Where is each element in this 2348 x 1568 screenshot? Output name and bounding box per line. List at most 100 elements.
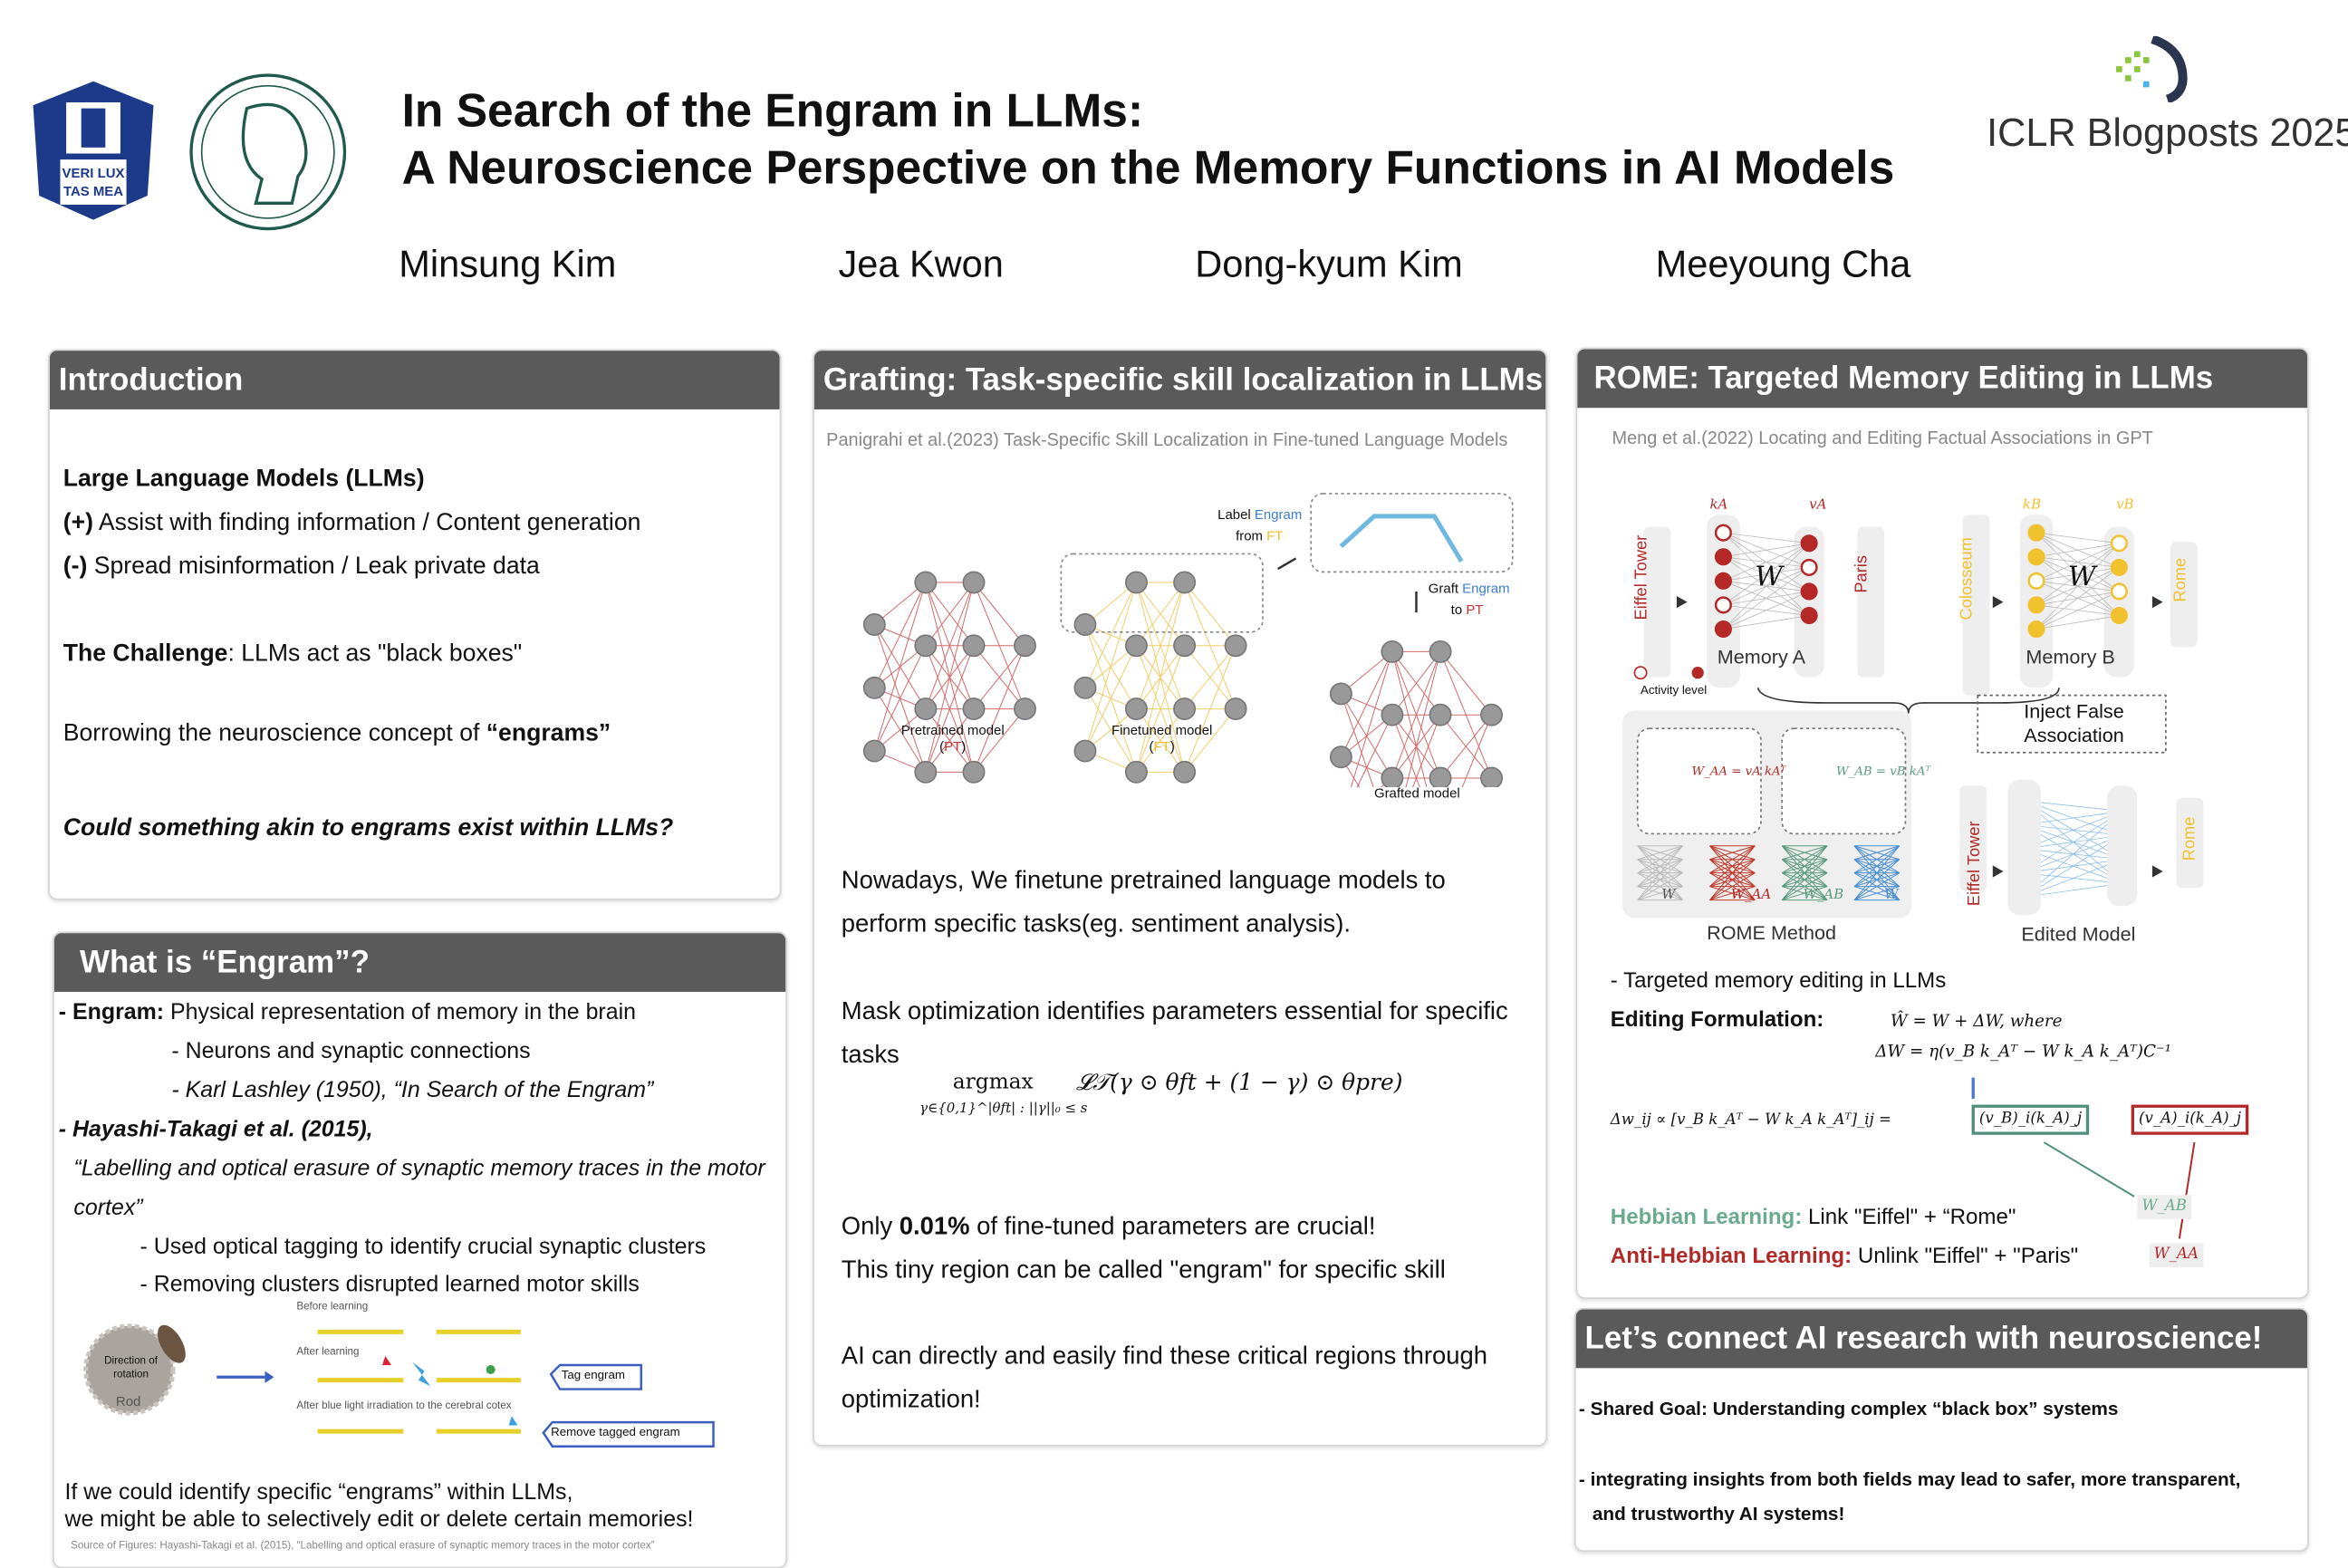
neuron [962, 760, 986, 784]
fig-label: kA [1709, 497, 1728, 514]
network-edge [1356, 714, 1393, 787]
neuron [1429, 766, 1452, 787]
network-edge [1461, 715, 1493, 787]
rome-method-label: ROME Method [1707, 920, 1837, 944]
arrow-icon [1992, 865, 2004, 878]
weight-matrix-edge [1781, 872, 1828, 901]
neuron [1800, 606, 1818, 625]
weight-matrix-edge [1853, 845, 1900, 861]
connect-bullet: - integrating insights from both fields … [1578, 1468, 2241, 1490]
equation: ΔW = η(v_B k_Aᵀ − W k_A k_Aᵀ)C⁻¹ [1875, 1041, 2171, 1062]
neuron [1073, 676, 1097, 699]
network-edge [2035, 543, 2120, 582]
network-edge [2035, 532, 2120, 544]
neuron [1224, 634, 1247, 658]
network-edge [1136, 582, 1185, 647]
weight-matrix-edge [1709, 859, 1756, 900]
network-edge [1135, 582, 1186, 773]
connect-panel: Let’s connect AI research with neuroscie… [1573, 1307, 2309, 1553]
engram-panel: What is “Engram”? - Engram: Physical rep… [53, 931, 787, 1568]
neuron [1173, 571, 1197, 594]
anti-hebbian-term: (v_A)_i(k_A)_j [2131, 1104, 2249, 1135]
neuron [1429, 703, 1452, 726]
neuron [1480, 703, 1504, 726]
network-edge [925, 582, 975, 773]
arrow-icon [1676, 595, 1688, 609]
network-edge [1391, 651, 1441, 716]
neuron [1800, 558, 1818, 576]
network-edge [925, 582, 975, 647]
neuron [2027, 596, 2045, 614]
weight-matrix-edge [1853, 872, 1901, 901]
fig-label: Eiffel Tower [1965, 821, 1984, 907]
fig-label: W_AA = vA kAᵀ [1691, 765, 1786, 778]
weight-matrix-edge [1781, 859, 1828, 900]
neuron [1124, 697, 1148, 721]
engram-line: - Used optical tagging to identify cruci… [140, 1234, 707, 1260]
fig-label: vB [2116, 497, 2134, 514]
grafting-text: perform specific tasks(eg. sentiment ana… [841, 910, 1351, 938]
fig-label-from: from FT [1236, 528, 1284, 544]
network-edge [1184, 645, 1237, 773]
neuron [1124, 760, 1148, 784]
poster-title: In Search of the Engram in LLMs: A Neuro… [402, 82, 1895, 197]
ft-label: Finetuned model(FT) [1111, 722, 1213, 755]
network-edge [973, 645, 1025, 709]
network-edge [1391, 651, 1441, 779]
weight-matrix-edge [1781, 845, 1828, 900]
network-edge [1439, 651, 1492, 716]
network-edge [1405, 651, 1441, 787]
neuron [2027, 620, 2045, 639]
weight-matrix-edge [1637, 872, 1683, 901]
network-edge [1723, 543, 1810, 582]
network-edge [873, 645, 927, 752]
weight-matrix-edge [1709, 845, 1756, 874]
pt-label: Pretrained model(PT) [900, 722, 1005, 755]
network-edge [2035, 543, 2120, 558]
engram-line: - Engram: Physical representation of mem… [58, 999, 636, 1025]
fig-label: Activity level [1641, 683, 1708, 697]
fig-label: After learning [296, 1347, 360, 1358]
neuron [862, 739, 886, 763]
network-edge [1184, 582, 1237, 647]
neuron [2027, 572, 2045, 590]
neuron [962, 697, 986, 721]
neuron [1714, 524, 1732, 542]
fig-label: W [2067, 561, 2096, 593]
weight-matrix-edge [1853, 845, 1901, 874]
weight-matrix-edge [1781, 845, 1828, 887]
fig-label: kB [2023, 497, 2042, 514]
neuron [1173, 634, 1197, 658]
fig-label: Direction of rotation [104, 1356, 158, 1380]
arrow-icon [1992, 595, 2004, 609]
formulation-label: Editing Formulation: [1610, 1008, 1824, 1033]
neuron [1381, 703, 1404, 726]
rome-bullet: - Targeted memory editing in LLMs [1610, 969, 1947, 994]
figure-source: Source of Figures: Hayashi-Takagi et al.… [71, 1541, 655, 1553]
grafting-text: AI can directly and easily find these cr… [841, 1342, 1487, 1370]
weight-matrix-edge [1853, 859, 1901, 900]
svg-text:VERI LUX: VERI LUX [63, 166, 125, 181]
engram-conclusion: If we could identify specific “engrams” … [64, 1479, 573, 1505]
grafting-text: Mask optimization identifies parameters … [841, 997, 1508, 1025]
fig-label: W_AB = vB kAᵀ [1836, 765, 1931, 778]
network-edge [2035, 543, 2120, 606]
network-edge [2035, 591, 2120, 630]
network-edge [1723, 591, 1810, 630]
network-edge [2035, 543, 2120, 630]
network-edge [973, 708, 1025, 773]
network-edge [1184, 708, 1237, 773]
fig-label: Rome [2180, 816, 2199, 861]
neuron [1224, 697, 1247, 721]
fig-label: Paris [1852, 554, 1872, 593]
network-edge [1723, 567, 1810, 630]
citation: Panigrahi et al.(2023) Task-Specific Ski… [826, 428, 1508, 450]
fig-label: Tag engram [561, 1368, 625, 1382]
grafted-label: Grafted model [1373, 785, 1460, 801]
neuron [1124, 634, 1148, 658]
neuron [1800, 582, 1818, 601]
neuron [1073, 613, 1097, 636]
neuron [914, 571, 938, 594]
weight-matrix-edge [1637, 859, 1683, 900]
